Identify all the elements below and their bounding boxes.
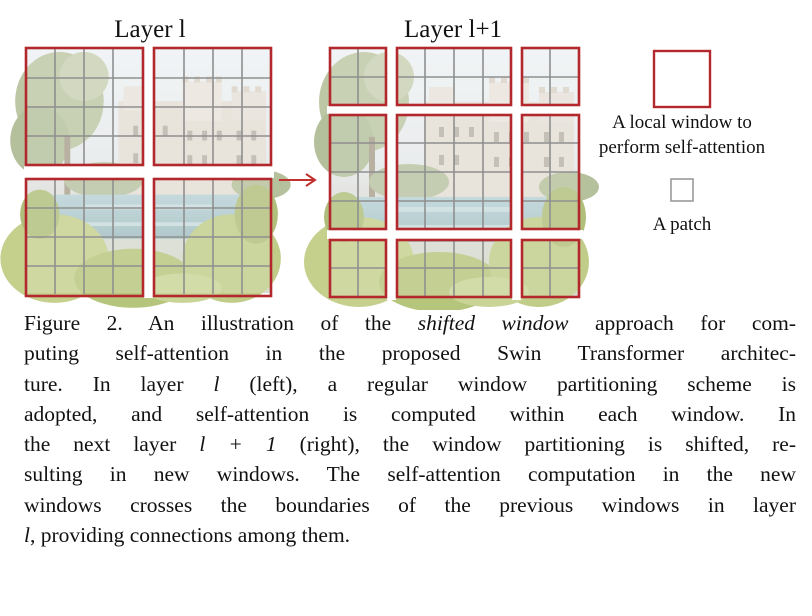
- layer-left-title: Layer l: [114, 16, 186, 43]
- window-l1-r2-c2: [395, 113, 513, 231]
- layer-l1-gaps: [327, 46, 583, 300]
- caption-line-8: l, providing connections among them.: [24, 520, 796, 550]
- layer-l-windows: [24, 46, 273, 298]
- layer-l1-image: [304, 47, 599, 310]
- caption-text: approach for com-: [568, 311, 796, 335]
- caption-line-2: puting self-attention in the proposed Sw…: [24, 341, 796, 366]
- figure-caption: Figure 2. An illustration of the shifted…: [24, 308, 796, 550]
- caption-line-6: sulting in new windows. The self-attenti…: [24, 462, 796, 487]
- window-l1-r2-c1: [328, 113, 388, 231]
- layer-l1-windows: [328, 46, 581, 299]
- caption-math: l: [24, 523, 30, 548]
- window-l1-r3-c2: [395, 238, 513, 299]
- caption-line-1: Figure 2. An illustration of the shifted…: [24, 308, 796, 338]
- layer-l1-patch-grid: [329, 48, 580, 298]
- caption-line-5: the next layer l + 1 (right), the window…: [24, 429, 796, 459]
- swin-shifted-window-figure: Layer l Layer l+1: [0, 16, 766, 310]
- layer-l-patch-grid: [27, 49, 270, 294]
- window-l1-r3-c1: [328, 238, 388, 299]
- window-l-bottom-left: [24, 177, 145, 298]
- caption-text: ture. In layer: [24, 371, 214, 396]
- window-l1-r2-c3: [520, 113, 581, 231]
- layer-l-gap-horizontal: [24, 166, 274, 178]
- window-l1-r1-c1: [328, 46, 388, 107]
- caption-text: Figure 2. An illustration of the: [24, 311, 418, 335]
- window-l-top-left: [24, 46, 145, 167]
- legend-window-label-line1: A local window to: [612, 112, 752, 133]
- legend-patch-swatch: [670, 178, 694, 202]
- arrow-icon: [279, 173, 317, 187]
- caption-math: l + 1: [199, 432, 277, 457]
- legend-window-swatch: [652, 49, 712, 109]
- legend-patch-label: A patch: [653, 214, 712, 235]
- caption-text: (left), a regular window partitioning sc…: [219, 371, 797, 396]
- caption-text: the next layer: [24, 432, 200, 457]
- window-l-bottom-right: [152, 177, 273, 298]
- caption-text: (right), the window partitioning is shif…: [276, 432, 796, 457]
- caption-math: l: [213, 371, 220, 396]
- caption-line-7: windows crosses the boundaries of the pr…: [24, 492, 796, 517]
- layer-right-title: Layer l+1: [404, 16, 502, 43]
- window-l1-r3-c3: [520, 238, 581, 299]
- window-l-top-right: [152, 46, 273, 167]
- legend-window-label-line2: perform self-attention: [599, 137, 766, 158]
- caption-text: , providing connections among them.: [29, 523, 351, 548]
- caption-line-4: adopted, and self-attention is computed …: [24, 401, 796, 426]
- caption-line-3: ture. In layer l (left), a regular windo…: [24, 369, 796, 399]
- window-l1-r1-c3: [520, 46, 581, 107]
- window-l1-r1-c2: [395, 46, 513, 107]
- caption-emphasis: shifted window: [417, 311, 569, 335]
